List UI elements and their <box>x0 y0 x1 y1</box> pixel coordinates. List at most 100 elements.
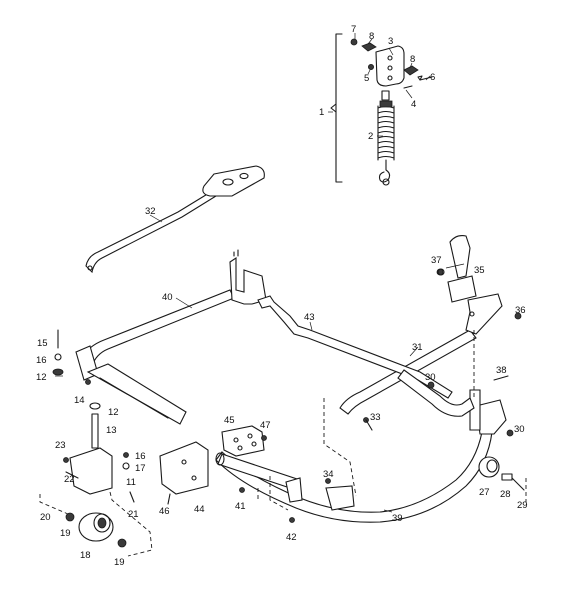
callout-14: 14 <box>74 395 85 406</box>
callout-36: 36 <box>515 305 526 316</box>
callout-40: 40 <box>162 292 173 303</box>
callout-35: 35 <box>474 265 485 276</box>
small-hardware <box>85 379 373 523</box>
callout-29: 29 <box>517 500 528 511</box>
right-roller-assembly <box>427 268 525 491</box>
washer-16 <box>54 353 62 361</box>
plate-hole-b <box>387 65 393 71</box>
callout-44: 44 <box>194 504 205 515</box>
spacer-28 <box>501 473 513 481</box>
handle-35 <box>436 235 477 303</box>
callout-16b: 16 <box>135 451 146 462</box>
callout-17: 17 <box>135 463 146 474</box>
callouts: 1 2 3 4 5 6 7 8 8 11 12 12 13 14 15 16 1… <box>36 24 528 568</box>
alignment-lines <box>39 330 527 557</box>
nut-19a <box>65 512 75 522</box>
callout-19a: 19 <box>60 528 71 539</box>
nut-42 <box>289 517 295 523</box>
callout-30b: 30 <box>514 424 525 435</box>
callout-32: 32 <box>145 206 156 217</box>
clip-8b <box>403 65 419 76</box>
callout-46: 46 <box>159 506 170 517</box>
callout-8b: 8 <box>410 54 415 65</box>
spring-top-cap <box>379 100 393 108</box>
callout-8a: 8 <box>369 31 374 42</box>
callout-19b: 19 <box>114 557 125 568</box>
callout-3: 3 <box>388 36 393 47</box>
callout-42: 42 <box>286 532 297 543</box>
nut-5 <box>367 64 374 71</box>
lift-rod-32 <box>85 165 265 274</box>
rod-43 <box>257 295 453 399</box>
pin-22 <box>65 471 79 479</box>
spring-bottom-hook <box>378 159 391 183</box>
callout-1: 1 <box>319 107 324 118</box>
spring-hook-link <box>381 90 390 101</box>
bracket-45 <box>221 425 265 457</box>
callout-34: 34 <box>323 469 334 480</box>
pin-38 <box>493 375 509 381</box>
callout-45: 45 <box>224 415 235 426</box>
clip-8a <box>361 42 377 52</box>
bolt-36 <box>514 312 522 320</box>
bolt-14 <box>85 379 91 385</box>
callout-39: 39 <box>392 513 403 524</box>
spacer-12 <box>52 368 64 376</box>
axle-13 <box>91 413 99 449</box>
callout-4: 4 <box>411 99 416 110</box>
nut-47 <box>261 435 267 441</box>
leader-lines <box>55 33 465 513</box>
group-bracket-1 <box>335 33 343 183</box>
callout-12b: 12 <box>108 407 119 418</box>
callout-21: 21 <box>128 509 139 520</box>
main-frame <box>75 249 507 523</box>
callout-2: 2 <box>368 131 373 142</box>
callout-27: 27 <box>479 487 490 498</box>
bolt-41 <box>239 487 245 493</box>
washer-37 <box>437 268 445 276</box>
callout-11: 11 <box>126 477 136 488</box>
callout-6: 6 <box>430 72 435 83</box>
bracket-44 <box>159 441 209 495</box>
callout-12a: 12 <box>36 372 47 383</box>
callout-13: 13 <box>106 425 117 436</box>
frame-tube-40 <box>79 289 235 367</box>
callout-20: 20 <box>40 512 51 523</box>
wheel-bracket-11 <box>69 447 113 495</box>
plate-hole-c <box>387 75 393 81</box>
bolt-6 <box>417 75 433 81</box>
bolt-46 <box>167 493 171 505</box>
callout-47: 47 <box>260 420 271 431</box>
adjuster-plate-3 <box>375 45 405 87</box>
callout-23: 23 <box>55 440 66 451</box>
plate-hole-a <box>387 55 393 61</box>
bolt-30b <box>506 429 514 437</box>
pin-29 <box>511 477 525 491</box>
callout-28: 28 <box>500 489 511 500</box>
brackets-44-45 <box>159 425 303 503</box>
callout-33: 33 <box>370 412 381 423</box>
callout-5: 5 <box>364 73 369 84</box>
nut-7 <box>350 38 358 46</box>
frame-upright-bracket <box>229 256 267 305</box>
callout-15: 15 <box>37 338 48 349</box>
frame-side-left <box>86 363 187 425</box>
callout-43: 43 <box>304 312 315 323</box>
callout-30a: 30 <box>425 372 436 383</box>
hook-eye <box>382 178 390 186</box>
nut-19b <box>117 538 127 548</box>
callout-31: 31 <box>412 342 423 353</box>
callout-38: 38 <box>496 365 507 376</box>
bolt-4 <box>403 85 413 89</box>
callout-16a: 16 <box>36 355 47 366</box>
bolt-30a <box>427 381 435 389</box>
callout-22: 22 <box>64 474 75 485</box>
callout-18: 18 <box>80 550 91 561</box>
callout-37: 37 <box>431 255 442 266</box>
callout-7: 7 <box>351 24 356 35</box>
gauge-wheel-assembly <box>52 329 135 548</box>
spring-2 <box>377 105 395 161</box>
spring-assembly <box>330 33 433 186</box>
callout-41: 41 <box>235 501 246 512</box>
